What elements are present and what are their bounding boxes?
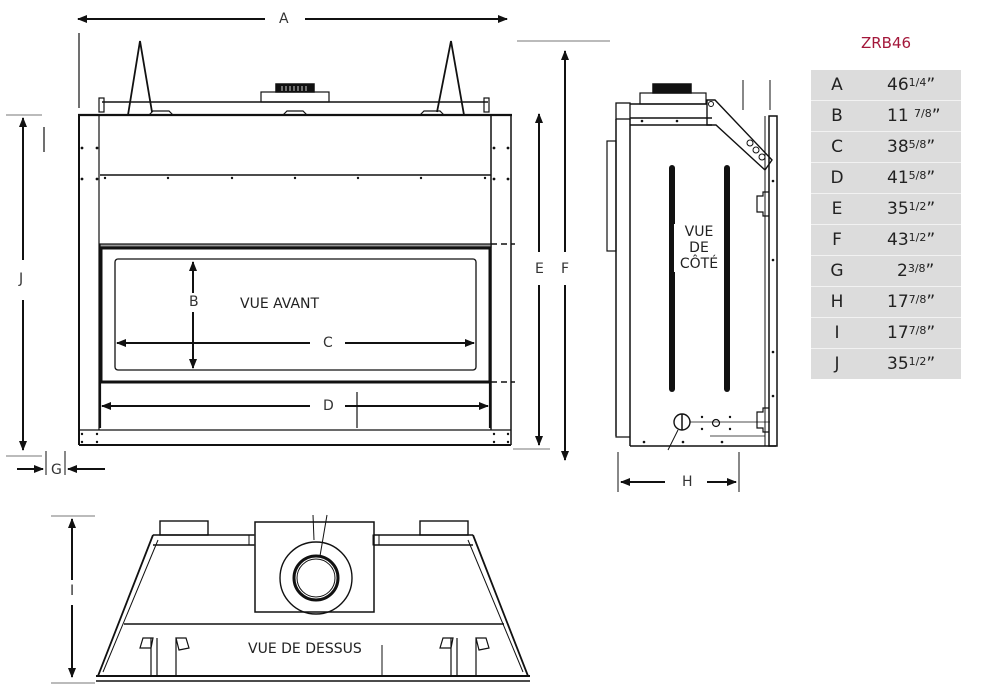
dimension-label-f: F	[559, 261, 572, 277]
spec-row-h: H 177/8”	[811, 287, 961, 318]
spec-key: D	[830, 168, 844, 188]
spec-key: A	[831, 75, 843, 95]
side-view-label-line-2: DE	[689, 240, 709, 256]
spec-key: G	[830, 261, 844, 281]
side-view-label-line-1: VUE	[684, 224, 714, 240]
spec-value: 177/8”	[887, 292, 936, 312]
top-view-label: VUE DE DESSUS	[246, 641, 364, 657]
side-view	[606, 80, 778, 492]
dimension-spec-table: A 461/4” B 11 7/8” C 385/8” D 415/8” E 351/2”…	[811, 70, 961, 379]
spec-key: B	[831, 106, 843, 126]
spec-key: H	[830, 292, 844, 312]
spec-row-a: A 461/4”	[811, 70, 961, 101]
spec-value: 177/8”	[887, 323, 936, 343]
spec-row-b: B 11 7/8”	[811, 101, 961, 132]
spec-value: 385/8”	[887, 137, 936, 157]
side-view-label-line-3: CÔTÉ	[679, 256, 719, 272]
spec-value: 351/2”	[887, 354, 936, 374]
spec-key: F	[832, 230, 842, 250]
spec-key: E	[831, 199, 843, 219]
side-view-label: VUE DE CÔTÉ	[674, 224, 724, 272]
spec-row-g: G 23/8”	[811, 256, 961, 287]
dimension-label-d: D	[321, 398, 336, 414]
dimension-label-g: G	[49, 462, 64, 478]
spec-key: I	[834, 323, 840, 343]
spec-key: C	[831, 137, 843, 157]
dimension-label-h: H	[680, 474, 695, 490]
front-view-rivets	[80, 146, 510, 444]
spec-value: 431/2”	[887, 230, 936, 250]
spec-value: 415/8”	[887, 168, 936, 188]
side-view-slots	[640, 119, 775, 444]
dimension-label-i: I	[68, 583, 77, 599]
front-view	[6, 15, 610, 475]
spec-row-d: D 415/8”	[811, 163, 961, 194]
spec-row-e: E 351/2”	[811, 194, 961, 225]
spec-value: 461/4”	[887, 75, 936, 95]
spec-row-f: F 431/2”	[811, 225, 961, 256]
spec-value: 351/2”	[887, 199, 936, 219]
dimension-label-c: C	[321, 335, 335, 351]
spec-row-i: I 177/8”	[811, 318, 961, 349]
spec-key: J	[834, 354, 840, 374]
spec-value: 11 7/8”	[887, 106, 941, 126]
top-view	[51, 514, 530, 684]
spec-row-j: J 351/2”	[811, 349, 961, 379]
spec-row-c: C 385/8”	[811, 132, 961, 163]
dimension-label-a: A	[277, 11, 291, 27]
dimension-label-j: J	[17, 271, 26, 287]
front-view-label: VUE AVANT	[240, 296, 320, 312]
dimension-label-e: E	[533, 261, 546, 277]
spec-value: 23/8”	[897, 261, 935, 281]
model-title: ZRB46	[860, 34, 912, 52]
dimension-label-b: B	[187, 294, 201, 310]
